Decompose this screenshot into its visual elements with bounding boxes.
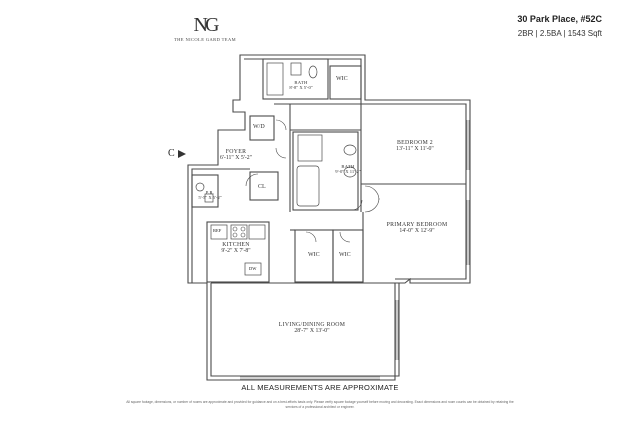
listing-address: 30 Park Place, #52C: [517, 14, 602, 24]
room-dims: 13'-11" X 11'-0": [396, 146, 434, 152]
entry-arrow-icon: [178, 150, 186, 158]
room-kitchen: Kitchen 9'-2" X 7'-8": [210, 242, 262, 254]
wd-wall: [249, 115, 275, 141]
room-name: Kitchen: [222, 242, 250, 248]
disclaimer-text: All square footage, dimensions, or numbe…: [126, 400, 514, 409]
bath-top-wall: [262, 58, 329, 100]
room-living-dining: Living/Dining Room 28'-7" X 13'-0": [262, 322, 362, 334]
room-name: Living/Dining Room: [278, 322, 346, 328]
room-wic-top: WIC: [336, 76, 348, 82]
room-wd: W/D: [253, 124, 265, 130]
room-wic-left: WIC: [308, 252, 320, 258]
room-dims: 14'-0" X 12'-9": [399, 228, 435, 234]
room-name: Primary Bedroom: [386, 222, 448, 228]
room-name: Bedroom 2: [396, 140, 434, 146]
entry-marker: C: [168, 148, 175, 159]
inner-wall: [191, 58, 467, 377]
room-dims: 6'-11" X 5'-2": [219, 155, 253, 161]
brand-monogram: NG: [193, 14, 220, 36]
room-dims: 5'-5" X 5'-2": [198, 195, 222, 200]
room-wic-right: WIC: [339, 252, 351, 258]
room-pr: P.R. 5'-5" X 5'-2": [196, 190, 224, 200]
room-name: Foyer: [225, 149, 247, 155]
room-primary-bedroom: Primary Bedroom 14'-0" X 12'-9": [378, 222, 456, 234]
room-name: Bath: [341, 164, 355, 169]
kitchen-wall: [206, 221, 270, 283]
room-foyer: Foyer 6'-11" X 5'-2": [208, 149, 264, 161]
room-dims: 9'-2" X 7'-8": [221, 248, 251, 254]
pr-wall: [191, 174, 219, 208]
room-bedroom-2: Bedroom 2 13'-11" X 11'-0": [380, 140, 450, 152]
listing-specs: 2BR | 2.5BA | 1543 Sqft: [517, 29, 602, 38]
wic-top-wall: [329, 65, 362, 100]
room-bath-mid: Bath 9'-0" X 11'-2": [328, 164, 368, 174]
kitchen-dw-label: DW: [249, 266, 257, 271]
measurements-note: ALL MEASUREMENTS ARE APPROXIMATE: [241, 383, 399, 392]
room-name: P.R.: [205, 190, 215, 195]
room-bath-top: Bath 8'-8" X 5'-0": [276, 80, 326, 90]
cl-wall: [249, 171, 279, 201]
bath-mid-wall: [292, 131, 359, 211]
brand-logo: NG THE NICOLE GARD TEAM: [170, 14, 240, 42]
room-dims: 9'-0" X 11'-2": [335, 169, 361, 174]
brand-team-name: THE NICOLE GARD TEAM: [173, 37, 237, 42]
outer-wall: [187, 54, 471, 381]
room-name: Bath: [294, 80, 308, 85]
room-dims: 28'-7" X 13'-0": [294, 328, 330, 334]
room-cl: CL: [258, 184, 266, 190]
room-dims: 8'-8" X 5'-0": [289, 85, 313, 90]
kitchen-ref-label: REF: [213, 228, 222, 233]
